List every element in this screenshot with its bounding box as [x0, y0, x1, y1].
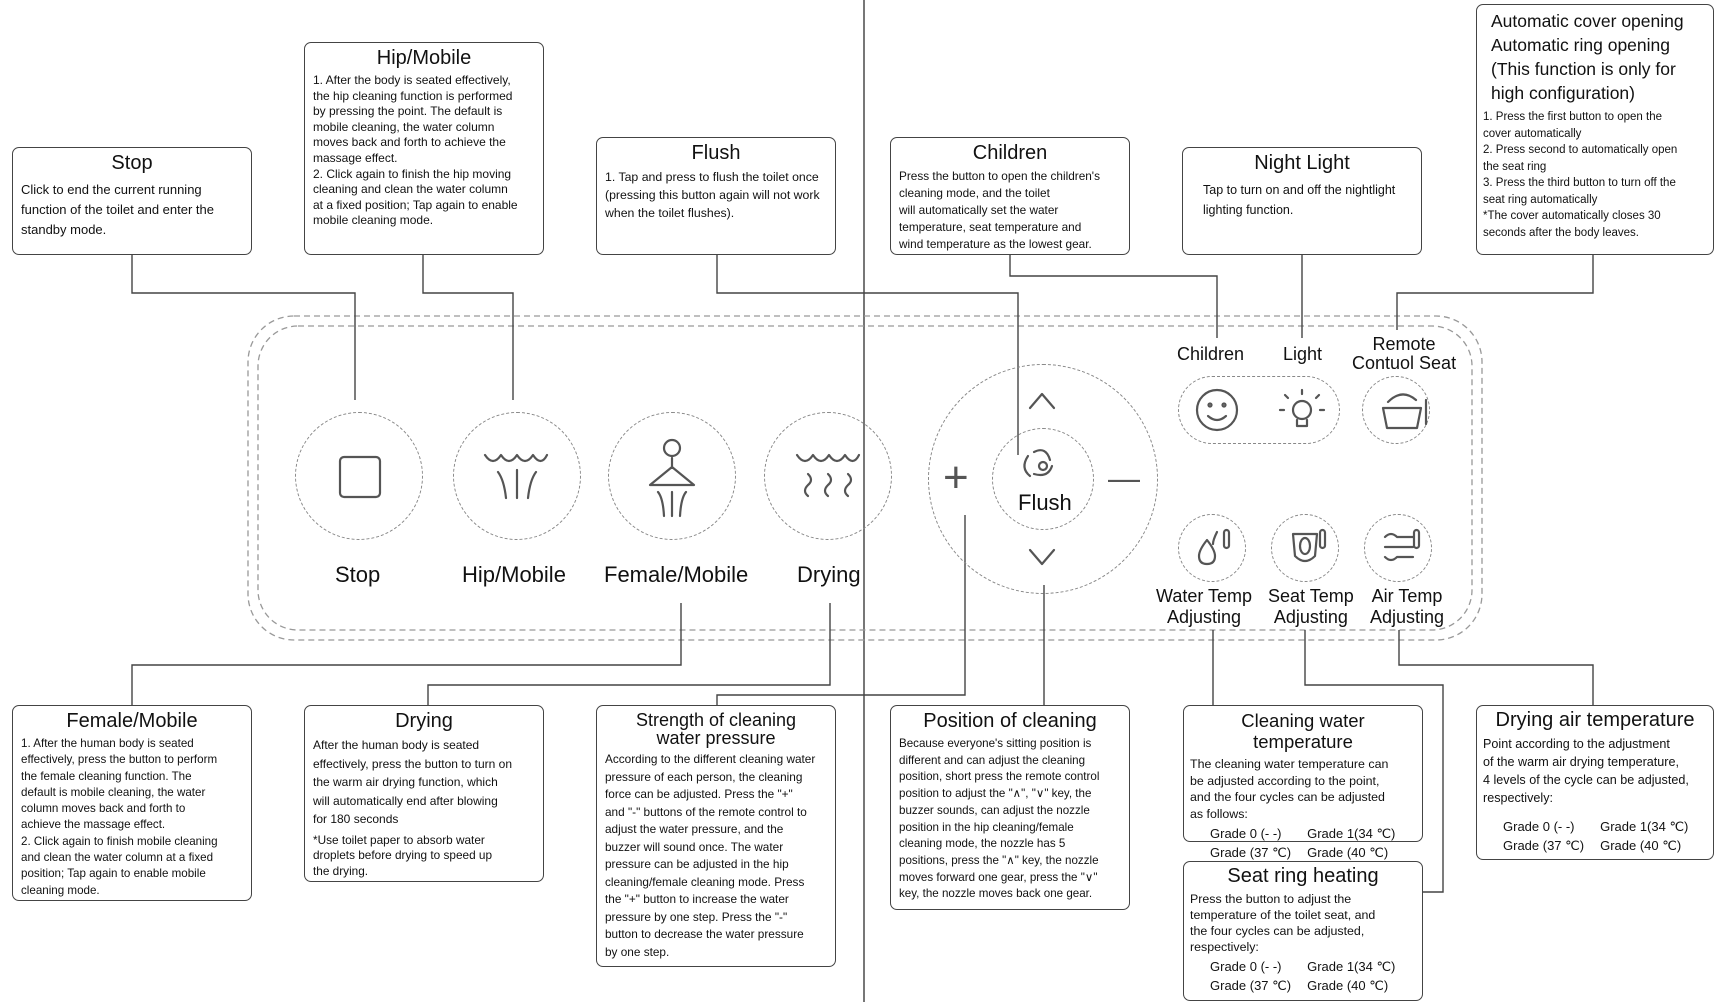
- child-face-icon: [1195, 388, 1239, 432]
- air-temp-icon: [1383, 528, 1421, 562]
- down-chevron-icon: [1028, 548, 1056, 566]
- box-body: Because everyone's sitting position is d…: [899, 737, 1100, 901]
- grade-0: Grade 0 (- -): [1210, 959, 1282, 974]
- auto-cover-info-box: Automatic cover opening Automatic ring o…: [1476, 4, 1714, 255]
- hip-mobile-label: Hip/Mobile: [462, 562, 566, 587]
- remote-seat-label: Remote Contuol Seat: [1352, 334, 1457, 373]
- box-note: *Use toilet paper to absorb water drople…: [313, 832, 493, 878]
- box-body: The cleaning water temperature can be ad…: [1190, 757, 1389, 821]
- bulb-icon: [1278, 388, 1326, 428]
- flush-info-box: Flush 1. Tap and press to flush the toil…: [596, 137, 836, 255]
- box-title: Children: [972, 142, 1048, 164]
- box-body: Click to end the current running functio…: [21, 182, 214, 237]
- hip-mobile-button[interactable]: [453, 412, 581, 540]
- box-title: Position of cleaning: [923, 710, 1097, 732]
- box-body: 1. After the human body is seated effect…: [21, 737, 218, 897]
- water-temp-info-box: Cleaning water temperature The cleaning …: [1183, 705, 1423, 860]
- plus-button[interactable]: +: [943, 453, 969, 502]
- air-temp-label: Air Temp Adjusting: [1370, 586, 1445, 627]
- box-title: Drying: [395, 710, 453, 732]
- grade-3: Grade (40 ℃): [1600, 838, 1682, 853]
- box-body: After the human body is seated effective…: [313, 738, 513, 826]
- air-temp-info-box: Drying air temperature Point according t…: [1476, 705, 1714, 860]
- stop-info-box: Stop Click to end the current running fu…: [12, 147, 252, 255]
- box-body: Press the button to open the children's …: [899, 169, 1100, 251]
- grade-list: Grade 0 (- -) Grade 1(34 ℃) Grade (37 ℃)…: [1503, 817, 1688, 855]
- drying-info-box: Drying After the human body is seated ef…: [304, 705, 544, 882]
- flush-button[interactable]: [992, 428, 1094, 530]
- female-mobile-label: Female/Mobile: [604, 562, 749, 587]
- seat-temp-label: Seat Temp Adjusting: [1268, 586, 1354, 627]
- water-temp-button[interactable]: [1178, 514, 1246, 582]
- grade-0: Grade 0 (- -): [1503, 819, 1575, 834]
- grade-2: Grade (37 ℃): [1210, 845, 1292, 860]
- grade-list: Grade 0 (- -) Grade 1(34 ℃) Grade (37 ℃)…: [1210, 824, 1395, 862]
- grade-1: Grade 1(34 ℃): [1307, 826, 1396, 841]
- box-body: According to the different cleaning wate…: [605, 752, 816, 959]
- drying-air-icon: [795, 453, 861, 498]
- water-temp-icon: [1197, 528, 1231, 566]
- box-body: Press the button to adjust the temperatu…: [1190, 892, 1376, 954]
- children-info-box: Children Press the button to open the ch…: [890, 137, 1130, 255]
- box-title: Stop: [111, 152, 153, 174]
- grade-2: Grade (37 ℃): [1210, 978, 1292, 993]
- box-title: Female/Mobile: [66, 710, 198, 732]
- box-body: Tap to turn on and off the nightlight li…: [1203, 183, 1396, 217]
- flush-label: Flush: [1018, 490, 1072, 515]
- box-body: 1. After the body is seated effectively,…: [313, 73, 518, 228]
- box-body: 1. Tap and press to flush the toilet onc…: [605, 170, 820, 220]
- box-title: Flush: [691, 142, 741, 164]
- drying-label: Drying: [797, 562, 861, 587]
- children-light-pill: [1178, 376, 1340, 444]
- light-label: Light: [1283, 344, 1323, 364]
- stop-label: Stop: [335, 562, 381, 587]
- water-temp-label: Water Temp Adjusting: [1156, 586, 1253, 627]
- box-title: Strength of cleaning water pressure: [635, 710, 797, 748]
- female-info-box: Female/Mobile 1. After the human body is…: [12, 705, 252, 901]
- box-title: Seat ring heating: [1227, 865, 1379, 887]
- strength-info-box: Strength of cleaning water pressure Acco…: [596, 705, 836, 967]
- hip-spray-icon: [483, 453, 549, 500]
- minus-button[interactable]: —: [1108, 460, 1140, 496]
- flush-swirl-icon: [1023, 449, 1054, 478]
- box-body: Point according to the adjustment of the…: [1483, 737, 1689, 805]
- grade-1: Grade 1(34 ℃): [1307, 959, 1396, 974]
- position-pressure-dial[interactable]: [928, 364, 1158, 594]
- box-title: Automatic cover opening Automatic ring o…: [1491, 11, 1684, 103]
- grade-3: Grade (40 ℃): [1307, 845, 1389, 860]
- air-temp-button[interactable]: [1364, 514, 1432, 582]
- seat-temp-icon: [1291, 528, 1327, 563]
- female-person-icon: [648, 438, 696, 518]
- seat-heating-info-box: Seat ring heating Press the button to ad…: [1183, 861, 1423, 1001]
- grade-1: Grade 1(34 ℃): [1600, 819, 1689, 834]
- grade-2: Grade (37 ℃): [1503, 838, 1585, 853]
- grade-list: Grade 0 (- -) Grade 1(34 ℃) Grade (37 ℃)…: [1210, 957, 1395, 995]
- box-title: Drying air temperature: [1495, 709, 1695, 731]
- drying-button[interactable]: [764, 412, 892, 540]
- seat-lid-icon: [1381, 393, 1428, 430]
- position-info-box: Position of cleaning Because everyone's …: [890, 705, 1130, 910]
- grade-0: Grade 0 (- -): [1210, 826, 1282, 841]
- seat-temp-button[interactable]: [1271, 514, 1339, 582]
- stop-square-icon: [338, 455, 382, 499]
- hip-info-box: Hip/Mobile 1. After the body is seated e…: [304, 42, 544, 255]
- box-title: Night Light: [1254, 152, 1350, 174]
- children-label: Children: [1177, 344, 1245, 364]
- box-body: 1. Press the first button to open the co…: [1483, 111, 1678, 239]
- remote-seat-button[interactable]: [1362, 376, 1430, 444]
- box-title: Hip/Mobile: [376, 47, 472, 69]
- female-mobile-button[interactable]: [608, 412, 736, 540]
- grade-3: Grade (40 ℃): [1307, 978, 1389, 993]
- box-title: Cleaning water temperature: [1241, 710, 1365, 752]
- up-chevron-icon: [1028, 392, 1056, 410]
- night-light-info-box: Night Light Tap to turn on and off the n…: [1182, 147, 1422, 255]
- stop-button[interactable]: [295, 412, 423, 540]
